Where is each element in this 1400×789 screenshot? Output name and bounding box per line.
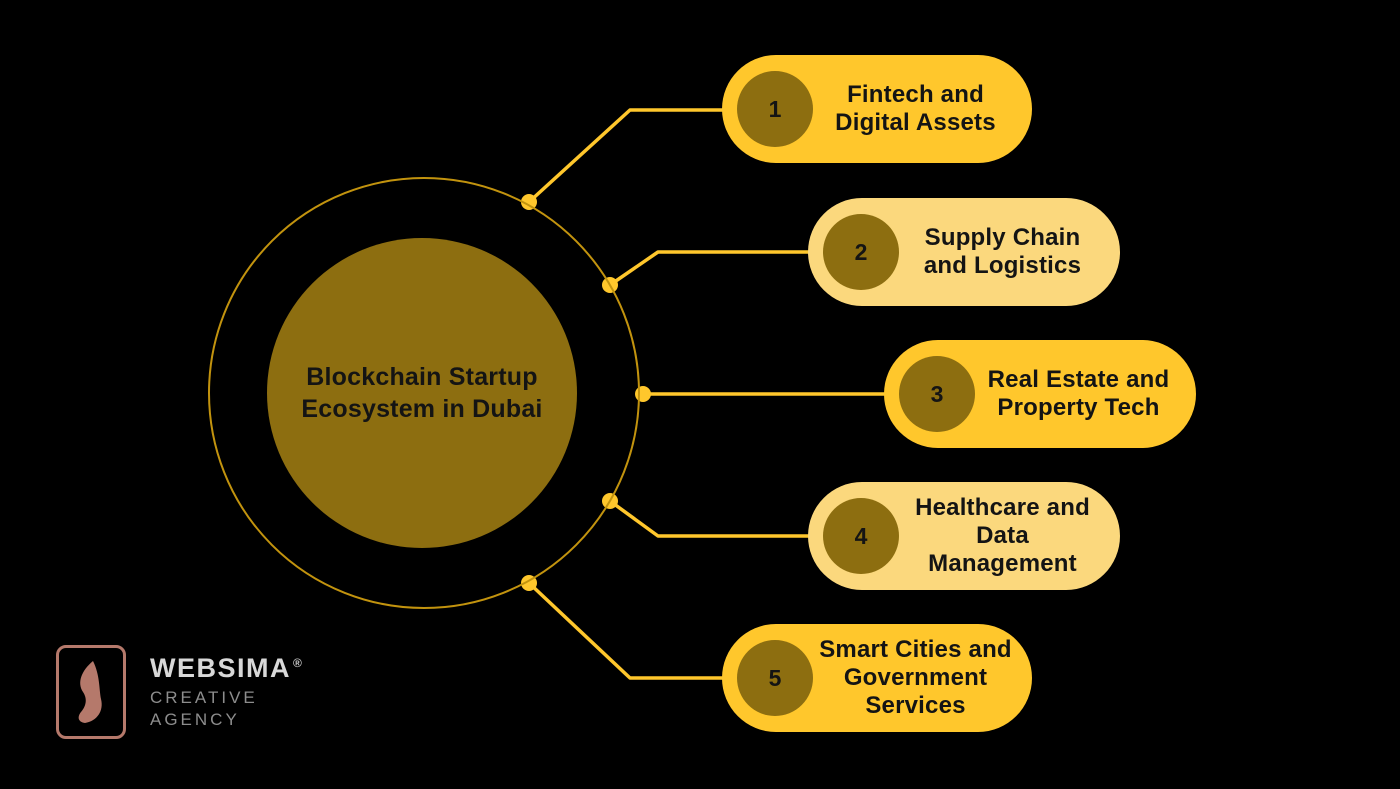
connector-line-2 — [608, 250, 812, 287]
logo-frame — [56, 645, 126, 739]
central-topic-title: Blockchain Startup Ecosystem in Dubai — [301, 362, 543, 424]
category-pill-3: 3 Real Estate and Property Tech — [884, 340, 1196, 448]
category-pill-5: 5 Smart Cities and Government Services — [722, 624, 1032, 732]
category-label: Smart Cities and Government Services — [819, 635, 1012, 720]
category-pill-2: 2 Supply Chain and Logistics — [808, 198, 1120, 306]
registered-mark: ® — [293, 655, 304, 670]
category-label: Real Estate and Property Tech — [987, 365, 1170, 421]
category-number-badge: 2 — [823, 214, 899, 290]
category-number-badge: 3 — [899, 356, 975, 432]
category-number-badge: 4 — [823, 498, 899, 574]
brand-wordmark: WEBSIMA — [150, 652, 291, 683]
brand-logo: WEBSIMA® CREATIVE AGENCY — [56, 645, 303, 739]
category-number-badge: 1 — [737, 71, 813, 147]
category-label: Healthcare and Data Management — [915, 493, 1090, 578]
brand-name: WEBSIMA® — [150, 653, 303, 684]
logo-paisley-icon — [78, 661, 102, 723]
category-pill-1: 1 Fintech and Digital Assets — [722, 55, 1032, 163]
connector-line-1 — [527, 108, 726, 204]
logo-text: WEBSIMA® CREATIVE AGENCY — [150, 653, 303, 731]
brand-tagline: CREATIVE AGENCY — [150, 687, 258, 729]
central-topic-circle: Blockchain Startup Ecosystem in Dubai — [267, 238, 577, 548]
category-label: Fintech and Digital Assets — [835, 80, 996, 136]
category-label: Supply Chain and Logistics — [923, 223, 1082, 279]
connector-line-5 — [527, 581, 726, 680]
category-pill-4: 4 Healthcare and Data Management — [808, 482, 1120, 590]
connector-line-4 — [608, 499, 812, 538]
orbit-ring — [208, 177, 640, 609]
category-number-badge: 5 — [737, 640, 813, 716]
